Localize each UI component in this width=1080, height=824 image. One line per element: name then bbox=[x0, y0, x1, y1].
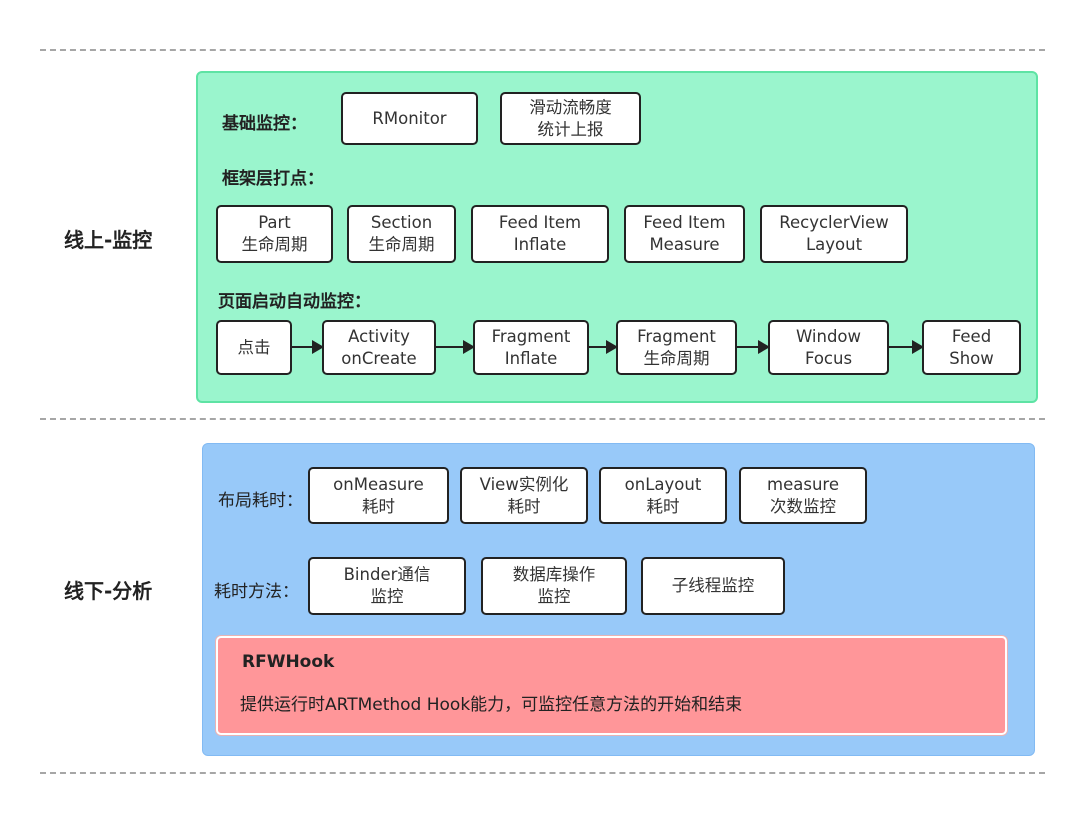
launch-step-activity-oncreate: Activity onCreate bbox=[322, 320, 436, 375]
box-line: Feed Item bbox=[643, 213, 726, 232]
launch-step-fragment-lifecycle: Fragment 生命周期 bbox=[616, 320, 737, 375]
box-line: Feed Item bbox=[498, 213, 582, 232]
middle-dashed-divider bbox=[40, 418, 1045, 420]
box-line: Show bbox=[949, 348, 994, 368]
method-cost-label: 耗时方法： bbox=[214, 582, 299, 602]
box-line: 监控 bbox=[370, 587, 404, 606]
scroll-smoothness-box: 滑动流畅度 统计上报 bbox=[500, 92, 641, 145]
box-line: 耗时 bbox=[362, 496, 395, 516]
flow-arrow bbox=[737, 340, 770, 354]
box-line: onLayout bbox=[624, 474, 702, 494]
rfwhook-description: 提供运行时ARTMethod Hook能力，可监控任意方法的开始和结束 bbox=[240, 695, 743, 715]
box-line: RMonitor bbox=[372, 108, 447, 128]
onmeasure-cost-box: onMeasure 耗时 bbox=[308, 467, 449, 524]
binder-monitor-box: Binder通信 监控 bbox=[308, 557, 466, 615]
database-monitor-box: 数据库操作 监控 bbox=[481, 557, 627, 615]
feed-item-inflate-box: Feed Item Inflate bbox=[471, 205, 609, 263]
box-line: 生命周期 bbox=[241, 235, 308, 254]
box-line: Feed bbox=[951, 326, 992, 346]
flow-arrow bbox=[436, 340, 475, 354]
rmonitor-box: RMonitor bbox=[341, 92, 478, 145]
box-line: Layout bbox=[805, 235, 863, 254]
framework-tracing-label: 框架层打点： bbox=[222, 169, 324, 189]
recyclerview-layout-box: RecyclerView Layout bbox=[760, 205, 908, 263]
launch-step-feed-show: Feed Show bbox=[922, 320, 1021, 375]
basic-monitoring-label: 基础监控： bbox=[222, 114, 307, 134]
online-section-label: 线上-监控 bbox=[64, 228, 153, 252]
box-line: 监控 bbox=[537, 587, 571, 606]
flow-arrow bbox=[589, 340, 618, 354]
box-line: 点击 bbox=[237, 337, 271, 357]
feed-item-measure-box: Feed Item Measure bbox=[624, 205, 745, 263]
view-instantiation-cost-box: View实例化 耗时 bbox=[460, 467, 588, 524]
box-line: Window bbox=[795, 326, 862, 346]
box-line: Inflate bbox=[504, 348, 558, 368]
top-dashed-divider bbox=[40, 49, 1045, 51]
box-line: Measure bbox=[649, 235, 720, 254]
box-line: 耗时 bbox=[507, 496, 541, 516]
box-line: 统计上报 bbox=[537, 119, 604, 139]
box-line: Section bbox=[370, 213, 433, 232]
box-line: Part bbox=[258, 213, 291, 232]
flow-arrow bbox=[292, 340, 324, 354]
section-lifecycle-box: Section 生命周期 bbox=[347, 205, 456, 263]
box-line: 子线程监控 bbox=[671, 576, 755, 595]
box-line: 耗时 bbox=[646, 496, 680, 516]
box-line: measure bbox=[767, 474, 839, 494]
box-line: Binder通信 bbox=[343, 565, 431, 584]
box-line: 生命周期 bbox=[368, 235, 435, 254]
box-line: 生命周期 bbox=[643, 348, 710, 368]
onlayout-cost-box: onLayout 耗时 bbox=[599, 467, 727, 524]
part-lifecycle-box: Part 生命周期 bbox=[216, 205, 333, 263]
page-launch-monitoring-label: 页面启动自动监控： bbox=[218, 292, 371, 312]
offline-section-label: 线下-分析 bbox=[64, 579, 153, 603]
measure-count-box: measure 次数监控 bbox=[739, 467, 867, 524]
launch-step-window-focus: Window Focus bbox=[768, 320, 889, 375]
box-line: Fragment bbox=[637, 326, 716, 346]
flow-arrow bbox=[889, 340, 924, 354]
box-line: Focus bbox=[804, 348, 853, 368]
layout-cost-label: 布局耗时： bbox=[218, 491, 303, 511]
box-line: onCreate bbox=[341, 348, 417, 368]
box-line: 次数监控 bbox=[770, 496, 836, 516]
box-line: 滑动流畅度 bbox=[529, 97, 612, 117]
box-line: RecyclerView bbox=[779, 213, 889, 232]
rfwhook-box: RFWHook 提供运行时ARTMethod Hook能力，可监控任意方法的开始… bbox=[216, 636, 1007, 735]
box-line: Activity bbox=[348, 326, 410, 346]
launch-step-fragment-inflate: Fragment Inflate bbox=[473, 320, 589, 375]
bottom-dashed-divider bbox=[40, 772, 1045, 774]
rfwhook-title: RFWHook bbox=[242, 652, 335, 672]
launch-step-click: 点击 bbox=[216, 320, 292, 375]
box-line: Fragment bbox=[491, 326, 571, 346]
box-line: View实例化 bbox=[479, 474, 569, 494]
box-line: onMeasure bbox=[333, 474, 424, 494]
box-line: Inflate bbox=[513, 235, 567, 254]
box-line: 数据库操作 bbox=[512, 565, 596, 584]
subthread-monitor-box: 子线程监控 bbox=[641, 557, 785, 615]
